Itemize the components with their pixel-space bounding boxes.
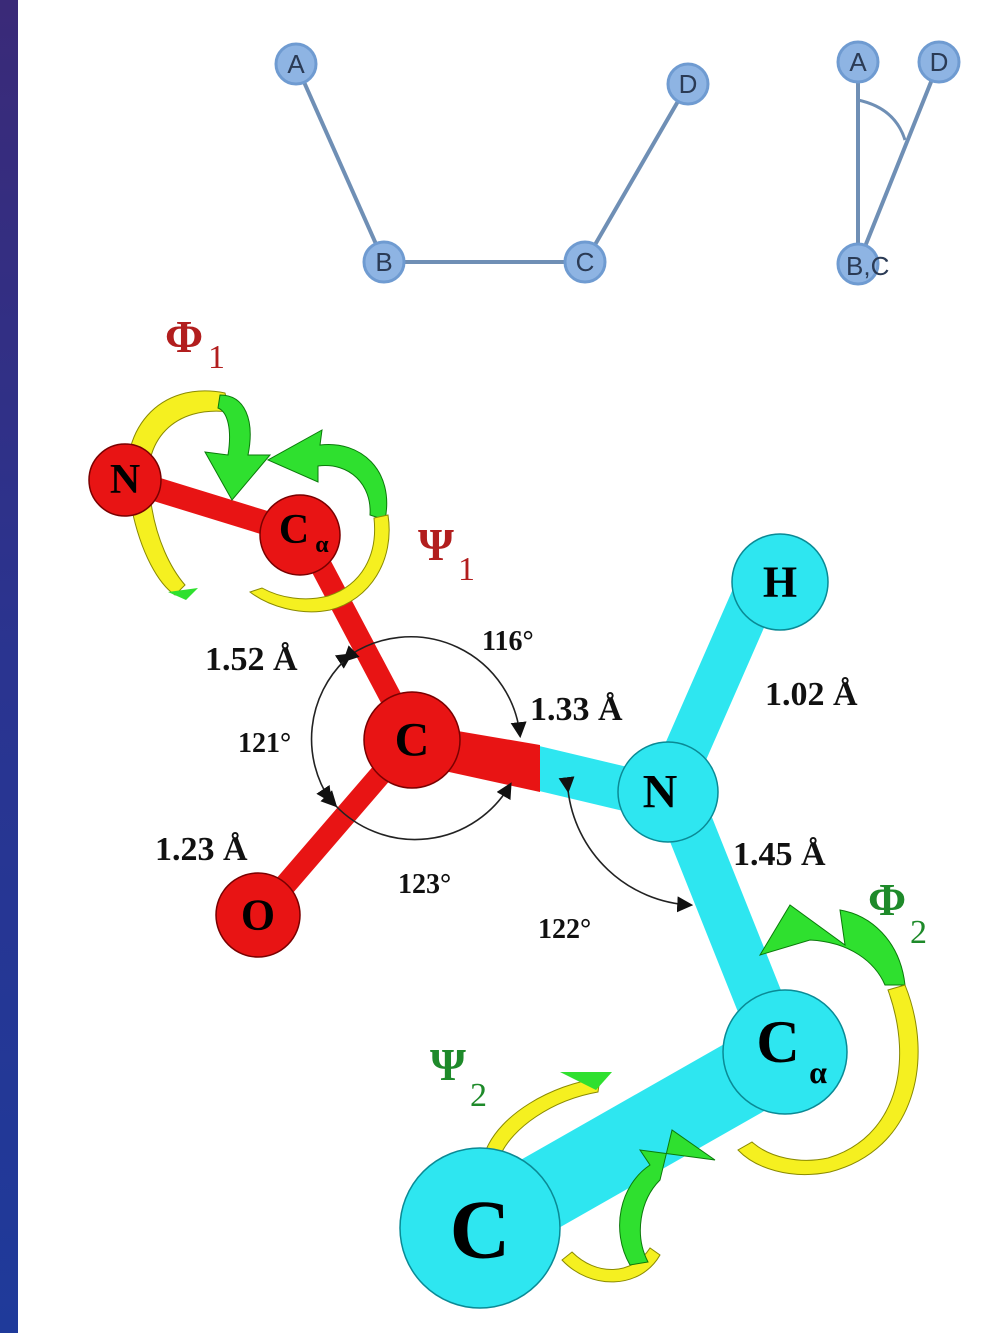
arc-121 [310, 645, 360, 803]
psi1-arrow [266, 429, 388, 521]
atom-n2-label: N [643, 766, 678, 819]
atom-ca1-subscript: α [315, 532, 329, 558]
phi1-subscript: 1 [208, 339, 225, 376]
atom-o [215, 872, 301, 958]
newman-projection: A D B,C [836, 40, 961, 286]
node-d-label: D [679, 69, 698, 99]
bond-length-ca-c: 1.52 Å [205, 641, 298, 678]
arc-123 [320, 782, 512, 841]
node-c-label: C [576, 247, 595, 277]
psi2-arrow [619, 1129, 716, 1266]
node-b-label: B [375, 247, 392, 277]
rotation-arrows [126, 390, 919, 1283]
angle-arcs [310, 636, 694, 913]
angle-116-label: 116° [482, 626, 534, 657]
bond-angle-labels: 116° 121° 123° 122° [238, 626, 591, 945]
angle-123-label: 123° [398, 869, 451, 900]
bond-length-n-ca: 1.45 Å [733, 836, 826, 873]
atom-h [731, 533, 829, 631]
atom-c1-label: C [395, 714, 430, 767]
projection-node-bc-label: B,C [846, 251, 889, 281]
atoms: N C α C O H N C α C [88, 443, 848, 1309]
bond-length-labels: 1.52 Å 1.33 Å 1.02 Å 1.23 Å 1.45 Å [155, 641, 858, 873]
phi1-arrow [204, 394, 272, 501]
phi2-subscript: 2 [910, 914, 927, 951]
atom-n2 [617, 741, 719, 843]
atom-o-label: O [241, 891, 275, 940]
node-b [362, 240, 406, 284]
node-a [274, 42, 318, 86]
dihedral-labels: Φ 1 Ψ 1 Φ 2 Ψ 2 [165, 311, 927, 1114]
atom-c2-label: C [450, 1184, 511, 1277]
atom-n1-label: N [110, 457, 140, 503]
projection-node-bc [836, 242, 880, 286]
projection-node-a-label: A [849, 47, 867, 77]
projection-edge-d [856, 61, 941, 265]
edge-a-b [294, 63, 386, 263]
psi1-subscript: 1 [458, 551, 475, 588]
projection-node-a [836, 40, 880, 84]
node-d [666, 62, 710, 106]
atom-ca1 [259, 494, 341, 576]
phi2-rotation-band [737, 984, 919, 1175]
bond-length-c-n: 1.33 Å [530, 691, 623, 728]
atom-ca2 [722, 989, 848, 1115]
slide-background-edge [0, 0, 18, 1333]
atom-ca2-subscript: α [809, 1054, 827, 1090]
node-c [563, 240, 607, 284]
psi2-band-tip [560, 1072, 612, 1090]
bond-length-c-o: 1.23 Å [155, 831, 248, 868]
psi1-rotation-band [248, 514, 390, 613]
atom-ca1-label: C [279, 507, 309, 553]
atom-ca2-label: C [756, 1009, 799, 1075]
dihedral-angle-arc [857, 98, 907, 141]
bond-c-n-red-half [440, 728, 540, 792]
phi2-label: Φ [868, 874, 906, 925]
angle-122-label: 122° [538, 914, 591, 945]
psi1-label: Ψ [418, 519, 454, 570]
atom-n1 [88, 443, 162, 517]
projection-node-d [917, 40, 961, 84]
phi1-band-tip [168, 588, 198, 600]
phi2-arrow [758, 904, 906, 986]
dihedral-definition-diagram: A B C D [274, 42, 710, 284]
node-a-label: A [287, 49, 305, 79]
edge-c-d [583, 82, 690, 264]
psi2-subscript: 2 [470, 1077, 487, 1114]
bond-length-n-h: 1.02 Å [765, 676, 858, 713]
atom-c2 [399, 1147, 561, 1309]
psi2-label: Ψ [430, 1039, 466, 1090]
angle-121-label: 121° [238, 728, 291, 759]
phi1-label: Φ [165, 311, 203, 362]
atom-h-label: H [763, 558, 797, 607]
atom-c1 [363, 691, 461, 789]
arc-122 [558, 776, 694, 913]
psi2-rotation-band-lower [561, 1247, 661, 1283]
projection-node-d-label: D [930, 47, 949, 77]
arc-116 [334, 636, 527, 739]
